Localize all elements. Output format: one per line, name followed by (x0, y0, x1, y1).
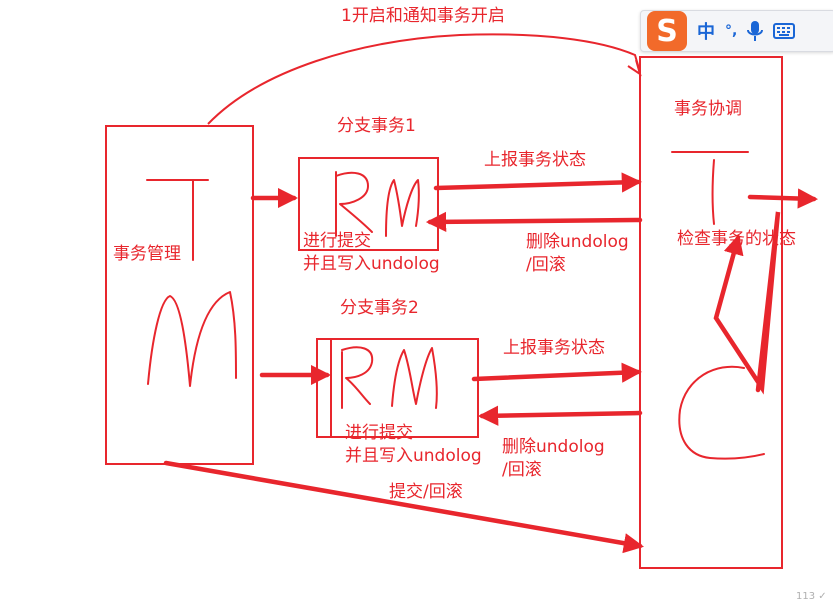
label-branch2-title: 分支事务2 (340, 298, 419, 318)
label-commit-2: 进行提交 并且写入undolog (345, 423, 482, 466)
label-top-flow: 1开启和通知事务开启 (341, 6, 505, 26)
tc-box (639, 56, 783, 569)
label-tc-title: 事务协调 (674, 99, 742, 119)
label-branch1-title: 分支事务1 (337, 116, 416, 136)
arrow-tc-rollback1 (425, 211, 643, 232)
ime-punctuation-toggle[interactable]: °, (725, 23, 738, 39)
label-check-status: 检查事务的状态 (677, 229, 796, 249)
label-tm-title: 事务管理 (113, 244, 181, 264)
arrow-check-status (713, 211, 781, 395)
start-curve-hook (627, 59, 642, 77)
arrows (163, 172, 819, 554)
ime-language-toggle[interactable]: 中 (697, 22, 715, 43)
arrow-tc-out (747, 188, 819, 209)
start-curve (207, 33, 641, 125)
corner-text: 113 ✓ (796, 591, 827, 602)
label-rollback-1: 删除undolog /回滚 (526, 232, 629, 275)
tc-handwriting (671, 151, 765, 460)
ime-toolbar: S 中 °, (640, 10, 833, 52)
rm2-box (316, 338, 479, 438)
keyboard-icon[interactable] (773, 23, 796, 39)
label-commit-rollback: 提交/回滚 (389, 482, 463, 502)
label-commit-1: 进行提交 并且写入undolog (303, 231, 440, 274)
arrow-tc-rollback2 (477, 405, 643, 426)
mic-icon[interactable] (747, 20, 764, 42)
arrow-rm2-report (471, 362, 643, 383)
arrow-rm1-report (433, 172, 643, 193)
label-report-2: 上报事务状态 (503, 338, 605, 358)
tm-handwriting (146, 179, 237, 387)
label-report-1: 上报事务状态 (484, 150, 586, 170)
rm1-box (298, 157, 439, 251)
rm1-handwriting (335, 171, 420, 237)
label-rollback-2: 删除undolog /回滚 (502, 437, 605, 480)
sogou-logo-icon[interactable]: S (647, 11, 687, 51)
arrow-tm-commit (163, 460, 644, 554)
rm2-handwriting (330, 339, 438, 437)
